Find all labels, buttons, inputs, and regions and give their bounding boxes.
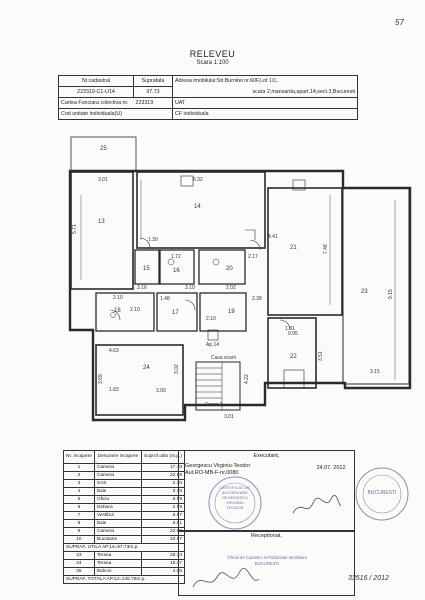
receptionat-label: Receptionat, [251,533,282,539]
receptionat-box: Receptionat, Oficiul de Cadastru si Publ… [178,530,355,596]
executant-name: Georgescu Virginiu-Teodor [185,463,251,469]
dim-label: 7.48 [323,244,329,254]
dim-label: 1.48 [160,296,170,302]
room-label-21: 21 [290,245,297,251]
col-header-nr: Nr. incapere [63,450,95,464]
total-row: SUPRAF. TOTALA AP.14=145.79m.p. [63,575,185,584]
ocpi-stamp-text: BUCURESTI [367,490,397,496]
dim-label: 3.01 [224,414,234,420]
room-label-13: 13 [98,219,105,225]
dim-label: 3.10 [185,285,195,291]
dim-label: 3.69 [98,374,104,384]
dim-label: 4.63 [109,348,119,354]
dim-label: 1.81 [285,326,295,332]
terrace-top [70,136,137,172]
dim-label: 2.10 [206,316,216,322]
room-14-outline [136,171,266,249]
room-23-outline [342,187,410,385]
executant-date: 24.07. 2012 [316,465,346,471]
table-row: SUPRAF. UTILA AP.14=97.73m.p. [63,543,185,552]
dim-label: 3.16 [137,285,147,291]
room-label-19: 19 [228,309,235,315]
room-label-18: 18 [114,308,121,314]
dim-label: 0.95 [288,331,298,337]
room-label-20: 20 [226,266,233,272]
room-label-22: 22 [290,354,297,360]
dim-label: 3.01 [98,177,108,183]
plan-annotation-ap: Ap.14 [206,342,219,348]
dim-label: 2.17 [248,254,258,260]
rooms-table: Nr. incapere Denumire incapere Suprof.ut… [63,450,186,584]
subtotal-row: SUPRAF. UTILA AP.14=97.73m.p. [63,543,185,552]
dim-label: 2.02 [226,285,236,291]
room-24-outline [95,344,184,416]
room-label-24: 24 [143,365,150,371]
room-20-outline [198,249,246,285]
dim-label: 4.41 [268,234,278,240]
address-line1: Adresa imobilului:Str.Burnitei nr.60F,Lo… [172,75,358,87]
dim-label: 3.15 [370,369,380,375]
dim-label: 1.83 [109,387,119,393]
document-title: RELEVEU [189,49,236,59]
room-label-15: 15 [143,266,150,272]
room-label-16: 16 [173,268,180,274]
plan-annotation-stair: Casa scarii [211,355,236,361]
cadastre-table: Nr.cadastral Suprafata Adresa imobilului… [58,75,358,120]
dim-label: 9.15 [388,289,394,299]
stamp-text: CERTIFICAT DE AUTORIZARE GEORGESCU VIRGI… [220,485,250,510]
room-label-14: 14 [194,204,201,210]
room-13-outline [70,171,134,290]
executant-box: Executant, Georgescu Virginiu-Teodor Aut… [178,450,355,532]
dim-label: 5.71 [72,224,78,234]
col-header-name: Denumire incapere [93,450,142,464]
floor-plan: 25 13 14 15 16 17 18 19 20 21 22 23 24 3… [68,136,412,422]
dim-label: 4.22 [244,374,250,384]
room-16-outline [159,249,195,285]
document-scale: Scara 1:100 [196,60,229,66]
room-18-outline [95,292,155,332]
executant-authorization: Aut.RO-MB-F-nr.0080 [185,470,239,476]
dim-label: 1.30 [148,237,158,243]
room-19-outline [199,292,247,332]
table-row: SUPRAF. TOTALA AP.14=145.79m.p. [63,575,185,584]
dim-label: 2.10 [130,307,140,313]
handwritten-reference: 33516 / 2012 [348,575,389,582]
executant-label: Executant, [253,453,280,459]
room-label-23: 23 [361,289,368,295]
authorization-stamp [208,476,262,530]
dim-label: 3.00 [156,388,166,394]
cf-label: CF individuala [172,108,358,120]
ocpi-round-stamp [355,467,409,521]
dim-label: 6.32 [193,177,203,183]
executant-signature [292,495,342,514]
receptionat-signature [192,567,260,588]
dim-label: 3.02 [174,364,180,374]
dim-label: 1.72 [171,254,181,260]
page-corner-number: 57 [395,18,404,27]
receptionat-city: BUCURESTI [254,561,280,566]
dim-label: 2.10 [113,295,123,301]
room-label-17: 17 [172,310,179,316]
room-17-outline [156,292,198,332]
plan-annotation-stair2: Scara 2 [205,402,222,408]
room-21-outline [267,187,343,316]
dim-label: 2.38 [252,296,262,302]
room-label-25: 25 [100,146,107,152]
receptionat-office: Oficiul de Cadastru si Publicitate Imobi… [227,555,307,560]
dim-label: 3.51 [318,351,324,361]
room-15-outline [134,249,160,285]
